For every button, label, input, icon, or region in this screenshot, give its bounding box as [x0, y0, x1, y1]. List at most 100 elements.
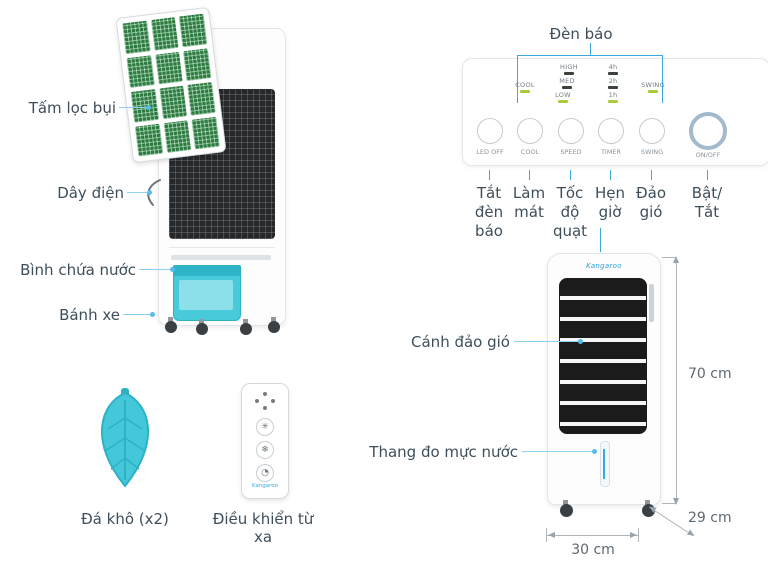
filter-mesh-cell	[130, 88, 159, 123]
dim-cap	[546, 528, 547, 542]
callout-line	[123, 314, 152, 315]
caption-speed: Tốc độ quạt	[546, 184, 594, 241]
caster-wheel	[268, 321, 280, 333]
caption-line: độ	[560, 203, 580, 221]
remote-control: ✳ ❄ ◔ Kangaroo	[241, 383, 289, 499]
caption-tick	[651, 170, 652, 180]
caption-line: Bật/	[691, 184, 723, 202]
speed-button	[558, 118, 584, 144]
arrow-down-icon	[673, 498, 679, 505]
water-level-line	[603, 449, 605, 479]
led-cool	[520, 90, 530, 93]
caption-cool: Làm mát	[505, 184, 553, 222]
remote-label: Điều khiển từ xa	[212, 510, 314, 546]
ice-pack-label: Đá khô (x2)	[81, 510, 169, 528]
ice-pack-illustration	[101, 388, 149, 488]
cool-button-label: COOL	[520, 148, 540, 156]
callout-dust-filter: Tấm lọc bụi	[28, 99, 116, 117]
callout-dot	[146, 105, 151, 110]
callout-dot	[147, 190, 152, 195]
caption-line: Hẹn	[594, 184, 625, 202]
filter-mesh-cell	[187, 81, 216, 116]
indicator-high: HIGH	[560, 63, 578, 71]
caption-line: đèn	[474, 203, 504, 221]
led-off-button-label: LED OFF	[476, 148, 504, 156]
control-panel: COOL HIGH 4h MED 2h LOW 1h SWING LED OFF…	[462, 58, 768, 166]
caster-stem	[563, 500, 568, 505]
filter-mesh-cell	[179, 13, 208, 47]
brand-logo: Kangaroo	[586, 262, 622, 270]
filter-mesh-cell	[126, 54, 155, 89]
cool-button	[517, 118, 543, 144]
filter-mesh-cell	[122, 20, 151, 54]
dust-filter	[115, 6, 227, 164]
led-med	[562, 86, 572, 89]
panel-title: Đèn báo	[549, 25, 613, 43]
water-level-gauge	[600, 441, 610, 487]
dim-cap	[662, 257, 676, 258]
led-2h	[608, 86, 618, 89]
caption-on-off: Bật/ Tắt	[683, 184, 731, 222]
caption-line: giờ	[598, 203, 622, 221]
led-1h	[608, 100, 618, 103]
indicator-low: LOW	[555, 91, 571, 99]
caster-wheel	[196, 323, 208, 335]
swing-button	[639, 118, 665, 144]
height-dim-line	[676, 258, 677, 504]
water-tank-rim	[174, 266, 240, 276]
callout-line	[522, 451, 594, 452]
caption-line: Tắt	[694, 203, 720, 221]
timer-button	[598, 118, 624, 144]
callout-water-level: Thang đo mực nước	[369, 443, 518, 461]
caster-stem	[243, 319, 248, 324]
filter-mesh-cell	[154, 51, 183, 85]
callout-line	[139, 269, 172, 270]
caption-tick	[707, 170, 708, 180]
body-divider	[169, 247, 275, 248]
caption-led-off: Tắt đèn báo	[465, 184, 513, 241]
timer-icon: ◔	[256, 464, 274, 482]
indicator-swing: SWING	[641, 81, 665, 89]
filter-mesh-cell	[134, 123, 163, 157]
indicator-2h: 2h	[608, 77, 618, 85]
caption-line: Đảo	[636, 184, 666, 202]
swing-button-label: SWING	[640, 148, 664, 156]
filter-mesh-cell	[191, 116, 220, 150]
caption-line: mát	[514, 203, 544, 221]
caster-wheel	[560, 504, 573, 517]
callout-swing-louver: Cánh đảo gió	[411, 333, 510, 351]
caster-stem	[271, 317, 276, 322]
caption-line: quạt	[552, 222, 588, 240]
width-dim-label: 30 cm	[571, 542, 615, 558]
callout-dot	[592, 449, 597, 454]
caption-tick	[610, 170, 611, 180]
callout-wheels: Bánh xe	[59, 306, 120, 324]
callout-line	[119, 107, 148, 108]
caption-line: gió	[639, 203, 663, 221]
water-tank	[173, 265, 241, 321]
cooler-front-body: Kangaroo	[547, 253, 661, 505]
width-dim-line	[547, 535, 638, 536]
callout-line	[127, 192, 149, 193]
caption-line: Tốc	[556, 184, 584, 202]
caster-stem	[199, 319, 204, 324]
caster-stem	[645, 500, 650, 505]
fan-icon: ✳	[256, 418, 274, 436]
dim-cap	[662, 503, 676, 504]
snowflake-icon: ❄	[256, 441, 274, 459]
dpad-dot-icon	[271, 399, 275, 403]
led-low	[558, 100, 568, 103]
arrow-right-icon	[630, 532, 637, 538]
dpad-dot-icon	[255, 399, 259, 403]
caster-stem	[168, 317, 173, 322]
caption-line: Tắt	[476, 184, 502, 202]
led-swing	[648, 90, 658, 93]
timer-button-label: TIMER	[600, 148, 622, 156]
tank-slot	[171, 255, 271, 260]
indicator-cool: COOL	[515, 81, 535, 89]
bracket-left	[517, 55, 518, 103]
filter-mesh-cell	[150, 16, 179, 51]
arrow-up-icon	[673, 256, 679, 263]
side-handle	[649, 284, 654, 322]
callout-dot	[150, 312, 155, 317]
